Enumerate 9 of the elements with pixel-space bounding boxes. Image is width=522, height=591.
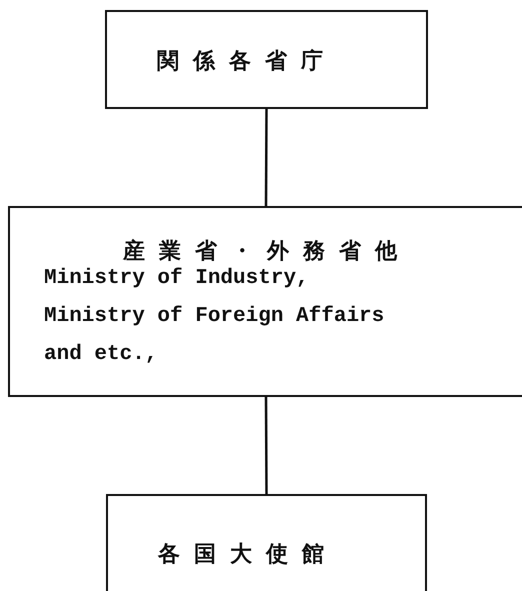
heading-text: 各国大使館 xyxy=(158,541,338,569)
org-box xyxy=(105,10,428,109)
connector-line xyxy=(264,109,268,206)
heading-text: 産業省・外務省他 xyxy=(123,238,411,266)
heading-text: 関係各省庁 xyxy=(157,48,337,76)
org-box xyxy=(8,206,522,397)
body-text: Ministry of Industry, Ministry of Foreign Affairs and etc., xyxy=(44,266,386,368)
connector-line xyxy=(264,397,268,494)
org-box xyxy=(106,494,427,591)
